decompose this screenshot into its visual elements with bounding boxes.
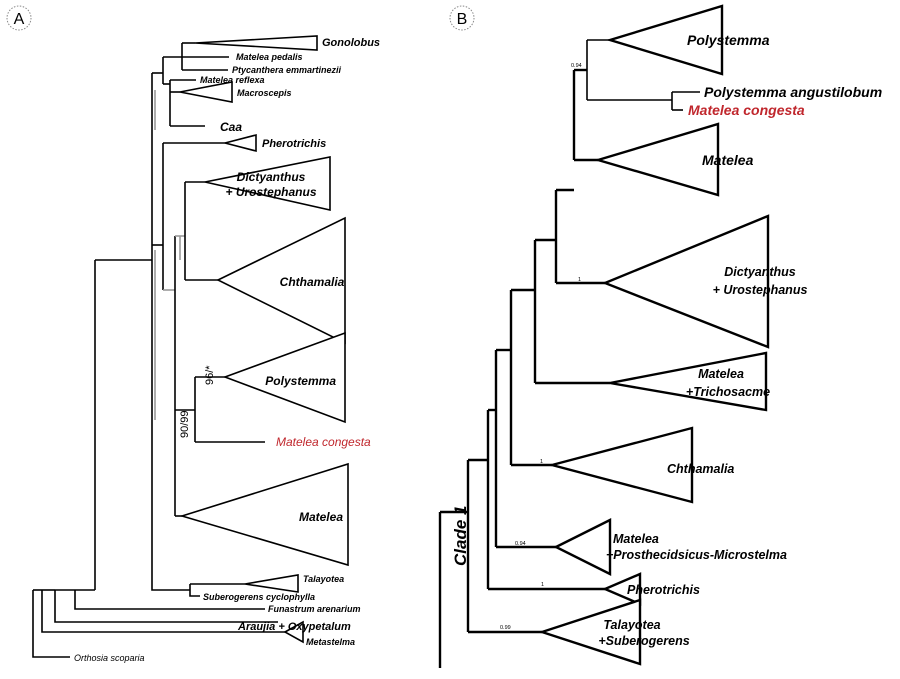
clade-gonolobus-a — [194, 35, 318, 51]
taxon-suberogerens: Suberogerens cyclophylla — [203, 592, 315, 602]
clade-pherotrichis-a — [224, 133, 257, 153]
clade-prosthecidiscus-b — [553, 518, 612, 576]
panel-b-letter: B — [457, 11, 468, 28]
taxon-ptycanthera: Ptycanthera emmartinezii — [232, 65, 342, 75]
panel-b: B — [438, 4, 882, 668]
taxon-dictyanthus-b: Dictyanthus — [724, 265, 796, 279]
taxon-chthamalia-a: Chthamalia — [280, 275, 345, 289]
taxon-matelea-reflexa: Matelea reflexa — [200, 75, 265, 85]
clade-metastelma-a — [283, 620, 304, 644]
taxon-talayotea-a: Talayotea — [303, 574, 344, 584]
taxon-funastrum: Funastrum arenarium — [268, 604, 361, 614]
taxon-matelea-a: Matelea — [299, 510, 343, 524]
panel-a: A — [6, 5, 380, 663]
taxon-polystemma-a: Polystemma — [265, 374, 336, 388]
taxon-matelea-trichosacme-2: +Trichosacme — [686, 385, 770, 399]
taxon-dictyanthus-a: Dictyanthus — [237, 170, 306, 184]
support-1-pherotrichis: 1 — [541, 582, 544, 588]
clade-talayotea-b — [538, 598, 642, 666]
clade-1-label: Clade 1 — [451, 506, 470, 566]
support-1-chthamalia: 1 — [540, 459, 543, 465]
panel-a-clades — [179, 35, 349, 644]
panel-a-branches — [32, 42, 285, 658]
clade-dictyanthus-a — [204, 156, 331, 211]
taxon-matelea-congesta-a: Matelea congesta — [276, 435, 371, 449]
taxon-matelea-trichosacme-1: Matelea — [698, 367, 744, 381]
clade-chthamalia-a — [216, 216, 346, 345]
panel-b-branches — [438, 39, 700, 668]
clade-macroscepis-a — [179, 81, 233, 103]
panel-a-badge — [6, 5, 32, 31]
taxon-matelea-congesta-b: Matelea congesta — [688, 102, 805, 118]
panel-b-labels: Clade 1 Polystemma Polystemma angustilob… — [451, 32, 882, 648]
clade-polystemma-a — [222, 331, 346, 424]
support-099-talayotea: 0.99 — [500, 625, 511, 631]
support-1-dictyanthus: 1 — [578, 277, 581, 283]
taxon-macroscepis: Macroscepis — [237, 88, 292, 98]
clade-talayotea-a — [244, 574, 299, 593]
clade-matelea-b — [593, 122, 720, 197]
support-094-polystemma: 0.94 — [571, 63, 582, 69]
clade-pherotrichis-b — [601, 572, 642, 606]
taxon-pherotrichis-a: Pherotrichis — [262, 138, 326, 150]
panel-a-labels: Gonolobus Matelea pedalis Ptycanthera em… — [74, 37, 380, 663]
taxon-matelea-prosthecidiscus-1: Matelea — [613, 532, 659, 546]
clade-matelea-a — [179, 462, 349, 567]
support-96: 96/* — [204, 365, 216, 385]
taxon-talayotea-b-1: Talayotea — [603, 618, 660, 632]
taxon-matelea-b: Matelea — [702, 152, 754, 168]
taxon-araujia: Araujia + Oxypetalum — [237, 621, 351, 633]
taxon-matelea-prosthecidiscus-2: +Prosthecidsicus-Microstelma — [606, 548, 787, 562]
panel-b-clades — [538, 4, 770, 666]
taxon-pherotrichis-b: Pherotrichis — [627, 583, 700, 597]
panel-a-letter: A — [14, 11, 25, 28]
support-094-prosthecidiscus: 0.94 — [515, 541, 526, 547]
taxon-chthamalia-b: Chthamalia — [667, 462, 734, 476]
taxon-talayotea-b-2: +Suberogerens — [598, 634, 689, 648]
taxon-polystemma-angustilobum: Polystemma angustilobum — [704, 84, 882, 100]
taxon-polystemma-b: Polystemma — [687, 32, 770, 48]
taxon-matelea-pedalis: Matelea pedalis — [236, 52, 303, 62]
taxon-gonolobus: Gonolobus — [322, 37, 380, 49]
taxon-orthosia: Orthosia scoparia — [74, 653, 145, 663]
panel-b-badge — [449, 5, 475, 31]
clade-trichosacme-b — [609, 351, 768, 412]
clade-chthamalia-b — [547, 426, 694, 504]
taxon-caa: Caa — [220, 120, 242, 134]
clade-polystemma-b — [605, 4, 724, 76]
taxon-urostephanus-b: + Urostephanus — [713, 283, 808, 297]
taxon-metastelma: Metastelma — [306, 637, 355, 647]
clade-dictyanthus-b — [601, 214, 770, 349]
support-90-99: 90/99 — [179, 410, 191, 438]
taxon-urostephanus-a: + Urostephanus — [225, 185, 316, 199]
